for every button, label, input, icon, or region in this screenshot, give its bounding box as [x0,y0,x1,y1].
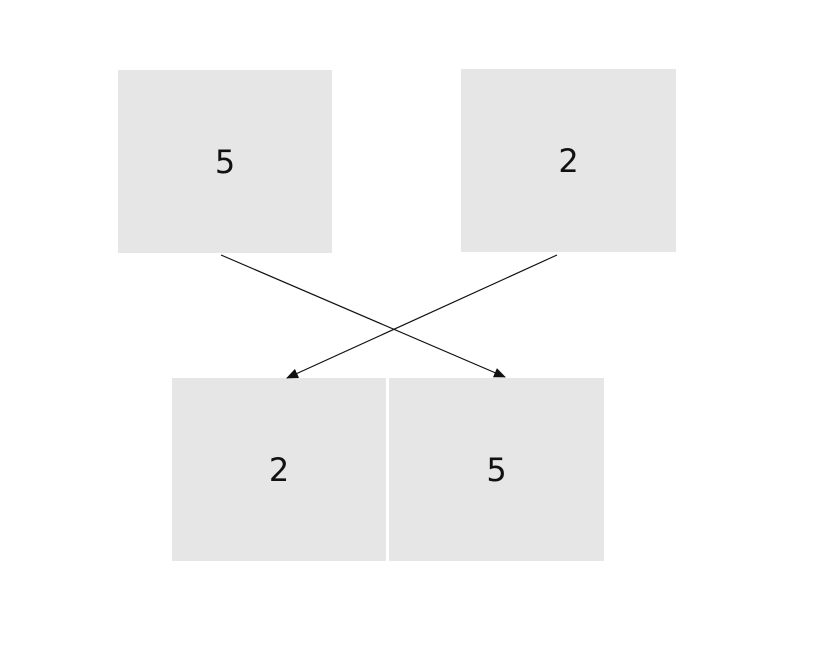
top-right-box: 2 [461,69,676,252]
top-left-value: 5 [214,142,236,181]
top-right-value: 2 [558,141,579,180]
bottom-right-value: 5 [486,450,507,489]
arrow-top-right-to-bottom-left [286,254,558,379]
top-left-box: 5 [118,70,332,253]
bottom-left-value: 2 [268,450,290,489]
arrow-top-left-to-bottom-right [220,254,506,378]
bottom-left-box: 2 [172,378,386,561]
bottom-right-box: 5 [389,378,604,561]
